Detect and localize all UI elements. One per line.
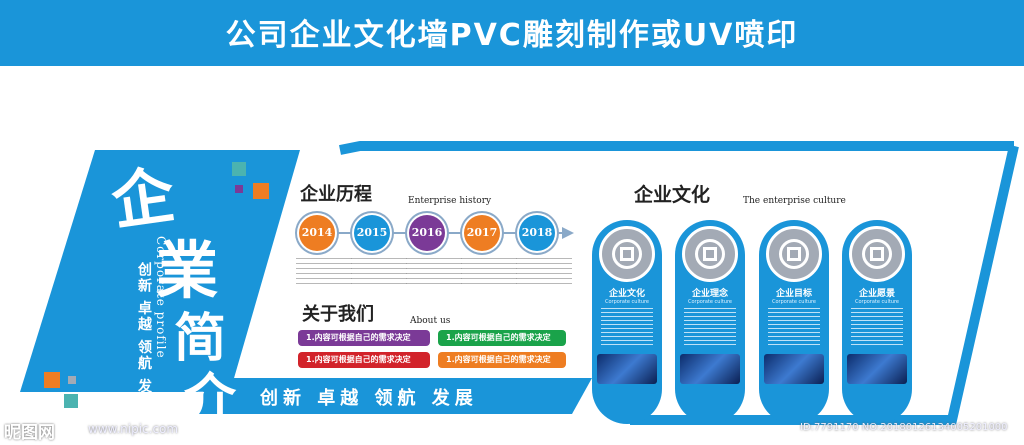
year-text-block	[351, 258, 407, 284]
intro-panel-shape	[20, 150, 300, 392]
deco-square	[253, 183, 269, 199]
culture-card: 企业愿景 Corporate culture	[842, 220, 912, 424]
emblem-icon	[599, 226, 655, 282]
intro-title-char: 介	[184, 368, 237, 429]
about-title-en: About us	[410, 316, 451, 326]
year-badge: 2017	[464, 215, 500, 251]
card-subtitle: Corporate culture	[604, 299, 650, 305]
culture-title-en: The enterprise culture	[743, 196, 846, 206]
card-text-block	[684, 308, 736, 348]
card-title: 企业文化	[608, 289, 645, 299]
timeline-arrow-icon	[562, 227, 574, 239]
card-photo	[764, 354, 824, 384]
history-title-en: Enterprise history	[408, 196, 492, 206]
card-text-block	[851, 308, 903, 348]
watermark-url: www.nipic.com	[88, 422, 179, 436]
intro-subtitle-cn: 创新 卓越 领航 发展	[136, 262, 152, 411]
year-badge: 2015	[354, 215, 390, 251]
emblem-icon	[766, 226, 822, 282]
year-text-block	[516, 258, 572, 284]
emblem-icon	[682, 226, 738, 282]
about-item: 1.内容可根据自己的需求决定	[298, 330, 430, 346]
year-text-block	[296, 258, 352, 284]
intro-title-char: 業	[156, 234, 219, 307]
card-photo	[597, 354, 657, 384]
about-item: 1.内容可根据自己的需求决定	[438, 330, 566, 346]
year-text-block	[461, 258, 517, 284]
card-subtitle: Corporate culture	[687, 299, 733, 305]
card-text-block	[601, 308, 653, 348]
year-badge: 2018	[519, 215, 555, 251]
banner-title: 公司企业文化墙PVC雕刻制作或UV喷印	[225, 18, 799, 53]
about-item: 1.内容可根据自己的需求决定	[298, 352, 430, 368]
intro-subtitle-en: Corporate profile	[154, 236, 168, 359]
deco-square	[44, 372, 60, 388]
deco-square	[235, 185, 243, 193]
watermark-site: 昵图网	[4, 423, 55, 443]
card-photo	[680, 354, 740, 384]
emblem-icon	[849, 226, 905, 282]
deco-square	[68, 376, 76, 384]
card-subtitle: Corporate culture	[854, 299, 900, 305]
slogan-bar-shape	[195, 378, 592, 414]
card-title: 企业目标	[775, 289, 812, 299]
card-photo	[847, 354, 907, 384]
about-item: 1.内容可根据自己的需求决定	[438, 352, 566, 368]
year-badge: 2014	[299, 215, 335, 251]
culture-card: 企业目标 Corporate culture	[759, 220, 829, 424]
card-text-block	[768, 308, 820, 348]
intro-title-char: 企	[107, 158, 179, 239]
history-title: 企业历程	[300, 184, 372, 205]
culture-card: 企业理念 Corporate culture	[675, 220, 745, 424]
card-subtitle: Corporate culture	[771, 299, 817, 305]
year-badge: 2016	[409, 215, 445, 251]
card-title: 企业愿景	[858, 289, 895, 299]
deco-square	[64, 394, 78, 408]
top-banner: 公司企业文化墙PVC雕刻制作或UV喷印	[0, 0, 1024, 66]
culture-title: 企业文化	[634, 184, 711, 206]
about-title: 关于我们	[302, 304, 374, 325]
watermark-id: ID:7791170 NO:20180126134005201000	[800, 422, 1008, 433]
deco-square	[232, 162, 246, 176]
intro-title-char: 简	[174, 308, 227, 369]
slogan-text: 创新 卓越 领航 发展	[260, 388, 478, 409]
card-title: 企业理念	[691, 289, 728, 299]
year-text-block	[406, 258, 462, 284]
culture-card: 企业文化 Corporate culture	[592, 220, 662, 424]
